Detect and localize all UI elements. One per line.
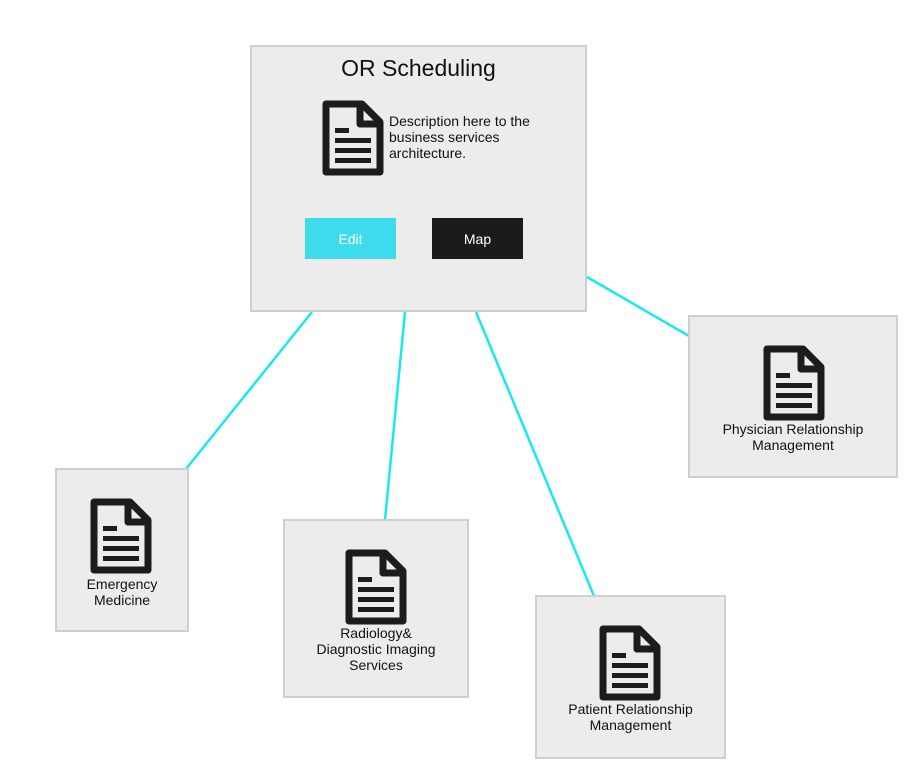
main-card-title: OR Scheduling — [341, 55, 496, 81]
connector-radiology — [383, 311, 407, 521]
label-line: Management — [589, 717, 672, 733]
document-icon — [599, 625, 661, 701]
connector-physician — [586, 275, 690, 338]
edit-button[interactable]: Edit — [305, 218, 396, 259]
label-line: Patient Relationship — [568, 701, 693, 717]
document-icon — [763, 345, 825, 421]
child-card-label: Emergency Medicine — [57, 576, 187, 608]
child-card-label: Radiology& Diagnostic Imaging Services — [285, 625, 467, 673]
child-card-label: Physician Relationship Management — [690, 421, 896, 453]
connector-emergency — [185, 311, 313, 470]
label-line: Management — [752, 437, 834, 453]
child-card-emergency-medicine[interactable]: Emergency Medicine — [55, 468, 189, 632]
document-icon — [90, 498, 152, 574]
label-line: Emergency — [86, 576, 158, 592]
map-button[interactable]: Map — [432, 218, 523, 259]
document-icon — [322, 100, 384, 176]
label-line: Diagnostic Imaging — [316, 641, 436, 657]
document-icon — [345, 549, 407, 625]
child-card-patient-relationship[interactable]: Patient Relationship Management — [535, 595, 726, 759]
child-card-physician-relationship[interactable]: Physician Relationship Management — [688, 315, 898, 478]
main-card-description: Description here to the business service… — [389, 113, 530, 161]
label-line: Medicine — [93, 592, 151, 608]
main-card-or-scheduling: OR Scheduling Description here to the bu… — [250, 45, 587, 312]
label-line: Services — [349, 657, 403, 673]
label-line: Physician Relationship — [722, 421, 864, 437]
child-card-radiology[interactable]: Radiology& Diagnostic Imaging Services — [283, 519, 469, 698]
connector-patient — [474, 311, 596, 597]
child-card-label: Patient Relationship Management — [537, 701, 724, 733]
label-line: Radiology& — [340, 625, 412, 641]
